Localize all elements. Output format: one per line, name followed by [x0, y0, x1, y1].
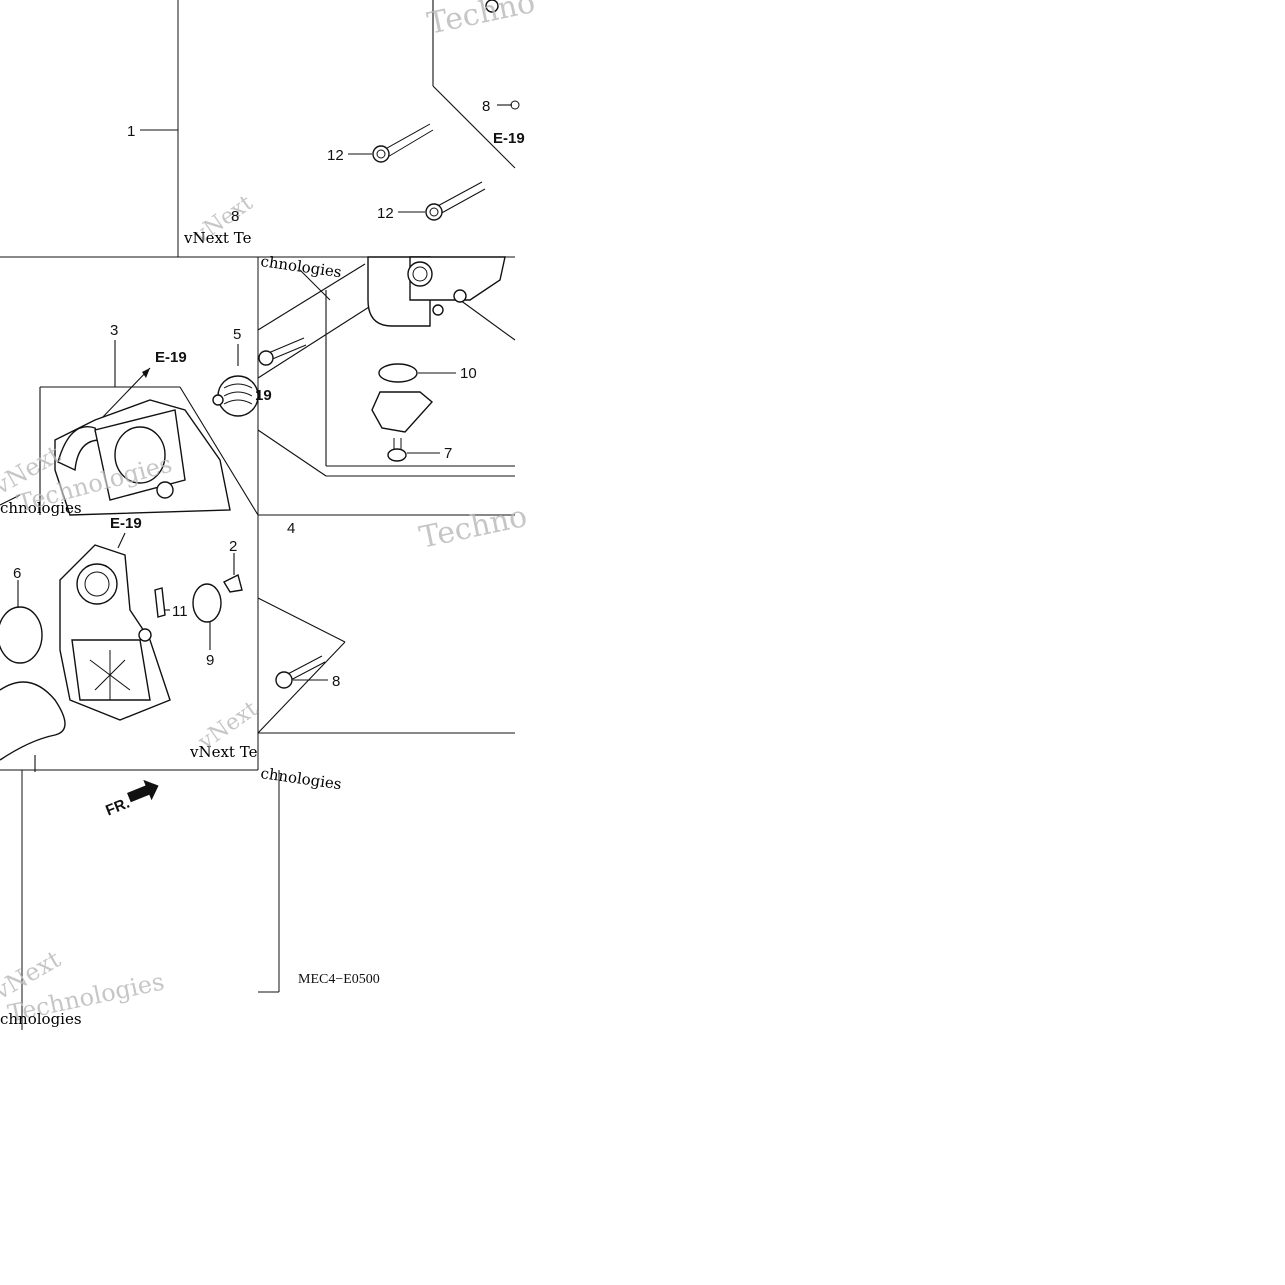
ref-e19-pump: E-19 — [110, 515, 142, 532]
callout-8-top: 8 — [482, 98, 490, 115]
water-pump — [59, 544, 171, 721]
watermark-top-c: vNext Te — [183, 229, 252, 247]
watermark-low-b: vNext Te — [189, 743, 258, 761]
callout-12-b: 12 — [377, 205, 394, 222]
front-direction-arrow: FR. — [103, 779, 159, 820]
bolt-7 — [387, 438, 407, 462]
callout-6: 6 — [13, 565, 21, 582]
watermark-low-a: Techno — [416, 499, 530, 556]
callout-3: 3 — [110, 322, 118, 339]
callout-1: 1 — [127, 123, 135, 140]
gasket-6 — [0, 606, 43, 664]
watermark-top-a: Techno — [424, 0, 538, 42]
drawing-code: MEC4−E0500 — [298, 972, 380, 987]
bolt-12-lower — [425, 181, 486, 221]
tile-top: 1 12 12 8 E-19 Techno vNext vNext Te 8 — [0, 0, 538, 258]
callout-10: 10 — [460, 365, 477, 382]
callout-8-low: 8 — [332, 673, 340, 690]
callout-9: 9 — [206, 652, 214, 669]
svg-text:FR.: FR. — [103, 795, 132, 820]
callout-11: 11 — [172, 603, 188, 620]
coolant-pipe — [367, 256, 506, 327]
watermark-mid-c: chnologies — [0, 499, 82, 517]
thermostat — [212, 375, 259, 417]
thermostat-housing — [54, 399, 231, 516]
cover-plate — [371, 391, 434, 433]
bolt-8 — [275, 655, 326, 689]
sensor-2 — [223, 573, 243, 593]
callout-2: 2 — [229, 538, 237, 555]
o-ring-9 — [192, 583, 222, 623]
callout-4: 4 — [287, 520, 295, 537]
bolt-12-upper — [372, 123, 434, 163]
callout-7: 7 — [444, 445, 452, 462]
o-ring-10 — [378, 363, 418, 383]
tile-middle: chnologies 10 7 — [0, 252, 516, 518]
gasket-large — [0, 681, 66, 761]
watermark-bot-c: chnologies — [0, 1010, 82, 1028]
ref-e19-housing: E-19 — [155, 349, 187, 366]
ref-e19-top: E-19 — [493, 130, 525, 147]
watermark-low-d: chnologies — [259, 764, 342, 793]
tile-bottom: MEC4−E0500 vNext Technologies chnologies — [0, 770, 380, 1030]
bolt-5 — [258, 337, 307, 366]
ref-e19-mid-partial: 19 — [255, 387, 272, 404]
callout-12-a: 12 — [327, 147, 344, 164]
callout-5: 5 — [233, 326, 241, 343]
clip-11 — [154, 587, 166, 618]
callout-8-mid: 8 — [231, 208, 239, 225]
tile-lower: E-19 4 Techno 6 11 9 2 — [0, 499, 530, 819]
